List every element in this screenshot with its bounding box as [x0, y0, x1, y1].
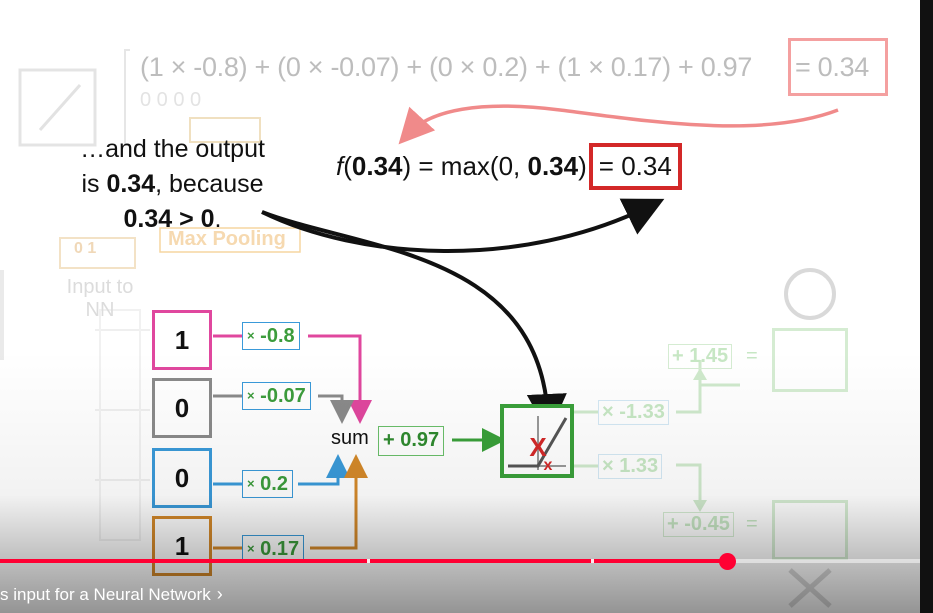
- relu-graph-icon: X x: [508, 416, 568, 474]
- equals-bottom: =: [746, 513, 758, 535]
- chapter-title-button[interactable]: s input for a Neural Network ›: [0, 584, 223, 605]
- explanation-line2-suffix: , because: [155, 170, 264, 198]
- explanation-line2-prefix: is: [81, 170, 107, 198]
- progress-bar[interactable]: [0, 559, 920, 563]
- chapter-title-text: s input for a Neural Network: [0, 585, 211, 604]
- weight-value-1: -0.8: [260, 325, 295, 347]
- output-box-bottom: [772, 500, 848, 560]
- equals-top: =: [746, 345, 758, 367]
- output-weight-bottom: × 1.33: [598, 454, 663, 479]
- relu-max-argument: 0.34: [527, 151, 579, 181]
- bg-image-box: [18, 68, 97, 147]
- weight-x-4: ×: [247, 541, 255, 556]
- explanation-line3-comparison: 0.34 > 0: [123, 205, 215, 233]
- relu-max-text: ) = max(0,: [402, 151, 528, 181]
- explanation-line1: …and the output: [80, 135, 265, 163]
- chapter-marker: [591, 559, 594, 563]
- output-bias-bottom: + -0.45: [663, 512, 734, 537]
- explanation-text: …and the output is 0.34, because 0.34 > …: [40, 132, 305, 237]
- explanation-line3-period: .: [214, 205, 222, 233]
- sum-label: sum: [331, 427, 369, 449]
- weighted-sum-result: = 0.34: [788, 38, 888, 96]
- weight-box-1: × -0.8: [242, 322, 300, 350]
- output-box-top: [772, 328, 848, 392]
- progress-bar-fill: [0, 559, 727, 563]
- explanation-arrow-to-relu: [261, 210, 567, 434]
- weighted-sum-equation: (1 × -0.8) + (0 × -0.07) + (0 × 0.2) + (…: [140, 38, 888, 96]
- weight-box-4: × 0.17: [242, 535, 305, 563]
- circle-symbol-icon: [784, 268, 836, 320]
- weight-value-4: 0.17: [260, 538, 300, 560]
- input-to-nn-label: Input to NN: [58, 276, 142, 322]
- weight-box-3: × 0.2: [242, 470, 293, 498]
- cross-symbol-icon: [788, 568, 832, 608]
- input-to-nn-line1: Input to: [66, 276, 134, 298]
- output-weight-top: × -1.33: [598, 400, 669, 425]
- svg-text:X: X: [529, 432, 547, 462]
- relu-equation: f(0.34) = max(0, 0.34)= 0.34: [336, 143, 682, 190]
- explanation-line3: 0.34 > 0.: [40, 202, 305, 237]
- result-transfer-arrow: [398, 104, 839, 145]
- relu-close-paren: ): [578, 151, 587, 181]
- max-pooling-label: Max Pooling: [168, 228, 286, 250]
- weight-x-2: ×: [247, 388, 255, 403]
- bias-box: + 0.97: [378, 426, 445, 456]
- input-node-3: 0: [152, 448, 212, 508]
- explanation-arrow-to-equation: [261, 198, 665, 253]
- chapter-marker: [367, 559, 370, 563]
- relu-function-name: f: [336, 151, 344, 181]
- relu-argument: 0.34: [351, 151, 403, 181]
- weight-box-2: × -0.07: [242, 382, 311, 410]
- relu-result-box: = 0.34: [588, 143, 682, 190]
- input-node-1: 1: [152, 310, 212, 370]
- weighted-sum-expression: (1 × -0.8) + (0 × -0.07) + (0 × 0.2) + (…: [140, 52, 753, 82]
- relu-activation-box: X x: [500, 404, 574, 478]
- output-bias-top: + 1.45: [668, 344, 733, 369]
- weight-x-3: ×: [247, 476, 255, 491]
- svg-text:0 0 0 0: 0 0 0 0: [140, 89, 201, 111]
- weight-value-3: 0.2: [260, 473, 288, 495]
- weight-value-2: -0.07: [260, 385, 306, 407]
- chevron-right-icon: ›: [216, 584, 223, 604]
- pool-values: 0 1: [74, 240, 97, 257]
- input-to-nn-line2: NN: [85, 299, 115, 321]
- explanation-line2-value: 0.34: [106, 170, 156, 198]
- progress-scrubber-handle[interactable]: [718, 553, 736, 570]
- relu-open-paren: (: [343, 151, 352, 181]
- input-node-4: 1: [152, 516, 212, 576]
- svg-text:x: x: [544, 457, 553, 474]
- weight-x-1: ×: [247, 328, 255, 343]
- window-edge: [920, 0, 933, 613]
- input-node-2: 0: [152, 378, 212, 438]
- explanation-line2: is 0.34, because: [40, 167, 305, 202]
